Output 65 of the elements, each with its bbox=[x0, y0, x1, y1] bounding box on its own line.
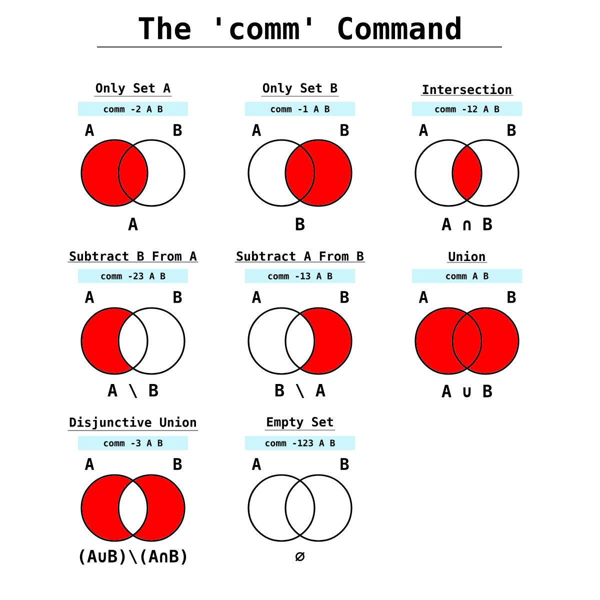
set-label: B bbox=[174, 458, 182, 470]
shaded-crescent bbox=[82, 476, 132, 540]
set-label: B bbox=[174, 291, 182, 303]
venn-circle bbox=[118, 474, 186, 542]
venn-circle bbox=[284, 307, 352, 375]
venn-circle bbox=[414, 139, 482, 207]
result-label: ∅ bbox=[295, 552, 305, 562]
command-band: comm -23 A B bbox=[78, 269, 188, 283]
set-label: A bbox=[252, 291, 262, 303]
result-label: B bbox=[296, 218, 304, 230]
shaded-lens bbox=[453, 146, 481, 200]
venn-circle bbox=[80, 474, 148, 542]
shaded-lens bbox=[119, 146, 147, 200]
set-label: B bbox=[508, 124, 516, 136]
set-label: B bbox=[508, 291, 516, 303]
set-label: A bbox=[418, 124, 428, 136]
result-label: A \ B bbox=[108, 384, 158, 398]
set-label: B bbox=[340, 458, 349, 470]
panel-heading: Only Set A bbox=[94, 82, 172, 97]
set-label: A bbox=[84, 124, 94, 136]
panel-heading: Subtract B From A bbox=[67, 251, 199, 262]
command-band: comm -12 A B bbox=[412, 102, 522, 116]
set-label: B bbox=[340, 124, 349, 136]
command-band: comm -1 A B bbox=[245, 102, 355, 116]
venn-circle bbox=[248, 307, 316, 375]
shaded-crescent bbox=[134, 476, 184, 540]
set-label: B bbox=[340, 291, 349, 303]
set-label: A bbox=[84, 291, 94, 303]
result-label: A ∩ B bbox=[442, 218, 492, 230]
panel-heading: Union bbox=[446, 250, 488, 263]
panel-heading: Only Set B bbox=[260, 82, 340, 97]
command-band: comm -13 A B bbox=[245, 269, 355, 283]
command-band: comm A B bbox=[412, 269, 522, 283]
venn-circle bbox=[248, 474, 316, 542]
result-label: B \ A bbox=[275, 384, 326, 398]
venn-circle bbox=[452, 139, 520, 207]
venn-circle bbox=[80, 139, 148, 207]
venn-circle bbox=[284, 139, 352, 207]
set-label: B bbox=[174, 124, 182, 136]
venn-circle bbox=[118, 139, 186, 207]
venn-circle bbox=[248, 139, 316, 207]
shaded-crescent bbox=[301, 308, 351, 374]
result-label: A ∪ B bbox=[442, 384, 492, 398]
venn-circle bbox=[80, 307, 148, 375]
panel-heading: Disjunctive Union bbox=[67, 416, 199, 431]
command-band: comm -3 A B bbox=[78, 436, 188, 450]
venn-circle bbox=[118, 307, 186, 375]
venn-circle bbox=[284, 474, 352, 542]
result-label: (A∪B)\(A∩B) bbox=[80, 549, 186, 565]
set-label: A bbox=[418, 291, 428, 303]
command-band: comm -123 A B bbox=[245, 436, 355, 450]
set-label: A bbox=[252, 458, 262, 470]
shaded-lens bbox=[286, 146, 314, 200]
shaded-lens bbox=[453, 314, 481, 368]
panel-heading: Empty Set bbox=[264, 417, 336, 431]
shaded-crescent bbox=[82, 308, 132, 374]
result-label: A bbox=[128, 218, 138, 230]
title: The 'comm' Command bbox=[138, 16, 460, 40]
command-band: comm -2 A B bbox=[78, 102, 188, 116]
venn-circle bbox=[452, 307, 520, 375]
set-label: A bbox=[252, 124, 262, 136]
set-label: A bbox=[84, 458, 94, 470]
panel-heading: Subtract A From B bbox=[234, 251, 366, 262]
panel-heading: Intersection bbox=[420, 84, 514, 96]
venn-circle bbox=[414, 307, 482, 375]
